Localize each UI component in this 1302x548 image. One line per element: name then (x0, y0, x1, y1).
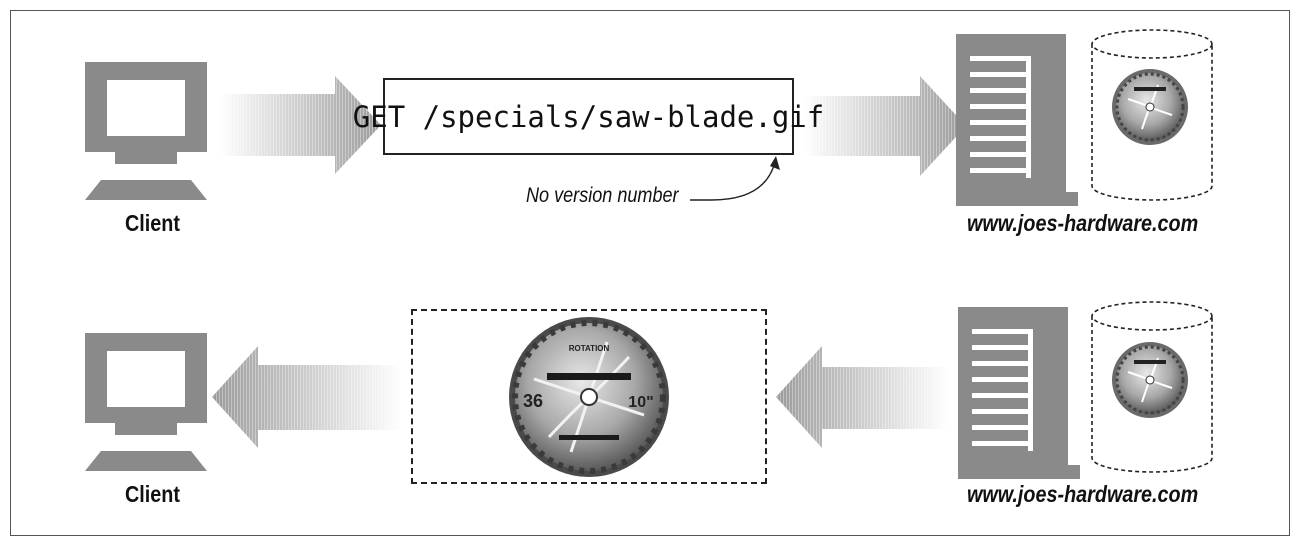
client-computer-icon-bottom (85, 333, 207, 471)
saw-blade-image-large: ROTATION 36 10" (509, 317, 669, 477)
blade-size-text: 10" (628, 394, 653, 411)
client-label-top: Client (125, 210, 180, 236)
request-line-text: GET /specials/saw-blade.gif (352, 99, 825, 134)
saw-blade-image-bottom (1110, 340, 1190, 420)
version-note-arrowhead (770, 156, 780, 170)
version-note: No version number (526, 184, 679, 207)
saw-blade-image-top (1110, 67, 1190, 147)
response-body-box: ROTATION 36 10" (411, 309, 767, 484)
server-label-bottom: www.joes-hardware.com (967, 481, 1199, 507)
client-computer-icon-top (85, 62, 207, 200)
blade-teeth-text: 36 (523, 391, 543, 411)
server-label-top: www.joes-hardware.com (967, 210, 1199, 236)
server-icon-bottom (958, 307, 1080, 479)
response-arrow-right (776, 346, 948, 448)
request-arrow (219, 76, 381, 174)
request-line-box: GET /specials/saw-blade.gif (353, 78, 824, 155)
blade-brand-text: ROTATION (569, 344, 610, 353)
client-label-bottom: Client (125, 481, 180, 507)
forward-arrow (804, 76, 966, 176)
response-arrow-left (212, 346, 402, 448)
server-icon-top (956, 34, 1078, 206)
version-note-pointer (690, 161, 776, 201)
